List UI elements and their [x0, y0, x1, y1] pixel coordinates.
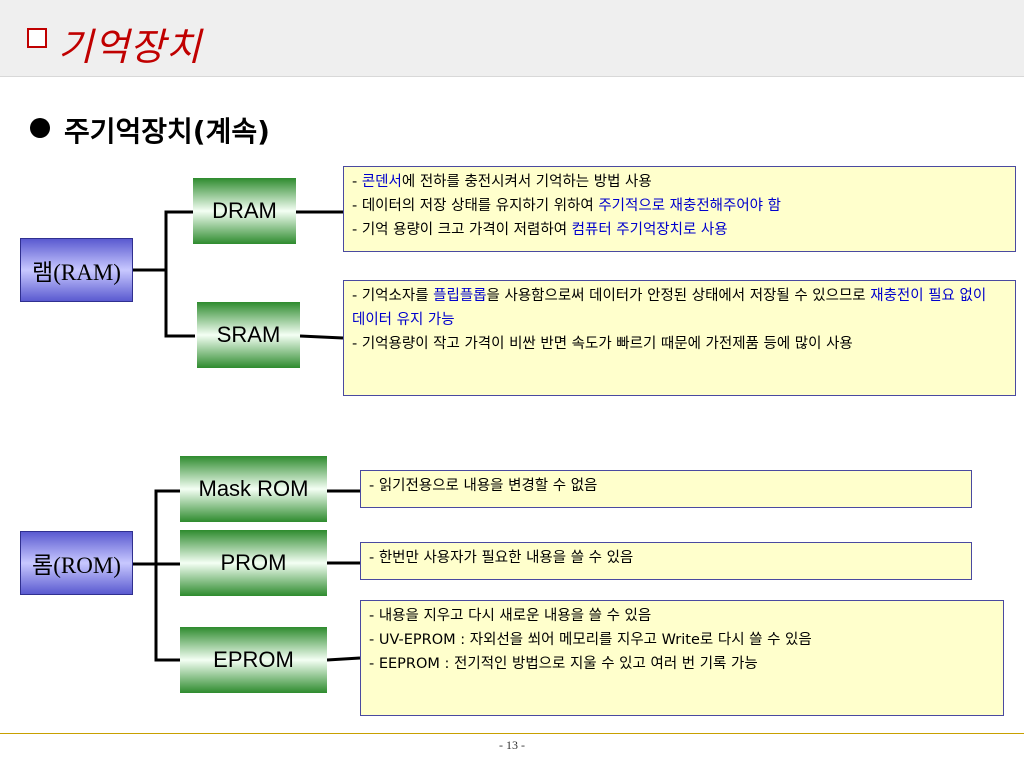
mask-rom-box: Mask ROM	[180, 456, 327, 522]
sram-description: - 기억소자를 플립플롭을 사용함으로써 데이터가 안정된 상태에서 저장될 수…	[343, 280, 1016, 396]
prom-box: PROM	[180, 530, 327, 596]
sram-box: SRAM	[197, 302, 300, 368]
sram-desc-line-2: - 기억용량이 작고 가격이 비싼 반면 속도가 빠르기 때문에 가전제품 등에…	[352, 336, 853, 352]
footer-divider	[0, 733, 1024, 734]
rom-box: 롬(ROM)	[20, 531, 133, 595]
checkbox-bullet-icon	[27, 28, 47, 48]
title-bar	[0, 0, 1024, 77]
ram-branch	[164, 210, 195, 338]
sram-connector	[299, 334, 344, 340]
prom-description: - 한번만 사용자가 필요한 내용을 쓸 수 있음	[360, 542, 972, 580]
dram-box: DRAM	[193, 178, 296, 244]
eprom-desc-line-2: - UV-EPROM : 자외선을 쐬어 메모리를 지우고 Write로 다시 …	[369, 632, 812, 648]
dram-desc-line-3: - 기억 용량이 크고 가격이 저렴하여 컴퓨터 주기억장치로 사용	[352, 222, 728, 238]
eprom-box: EPROM	[180, 627, 327, 693]
eprom-desc-line-3: - EEPROM : 전기적인 방법으로 지울 수 있고 여러 번 기록 가능	[369, 656, 758, 672]
ram-box: 램(RAM)	[20, 238, 133, 302]
page-number: - 13 -	[499, 738, 525, 752]
eprom-description: - 내용을 지우고 다시 새로운 내용을 쓸 수 있음 - UV-EPROM :…	[360, 600, 1004, 716]
dram-description: - 콘덴서에 전하를 충전시켜서 기억하는 방법 사용 - 데이터의 저장 상태…	[343, 166, 1016, 252]
rom-branch	[154, 489, 180, 662]
bullet-dot-icon	[30, 118, 50, 138]
dram-desc-line-2: - 데이터의 저장 상태를 유지하기 위하여 주기적으로 재충전해주어야 함	[352, 198, 781, 214]
mask-rom-description: - 읽기전용으로 내용을 변경할 수 없음	[360, 470, 972, 508]
section-heading: 주기억장치(계속)	[64, 115, 270, 148]
eprom-desc-line-1: - 내용을 지우고 다시 새로운 내용을 쓸 수 있음	[369, 608, 652, 624]
sram-desc-line-1: - 기억소자를 플립플롭을 사용함으로써 데이터가 안정된 상태에서 저장될 수…	[352, 288, 987, 328]
slide-title: 기억장치	[58, 25, 202, 69]
dram-desc-line-1: - 콘덴서에 전하를 충전시켜서 기억하는 방법 사용	[352, 174, 652, 190]
eprom-connector	[326, 656, 361, 662]
